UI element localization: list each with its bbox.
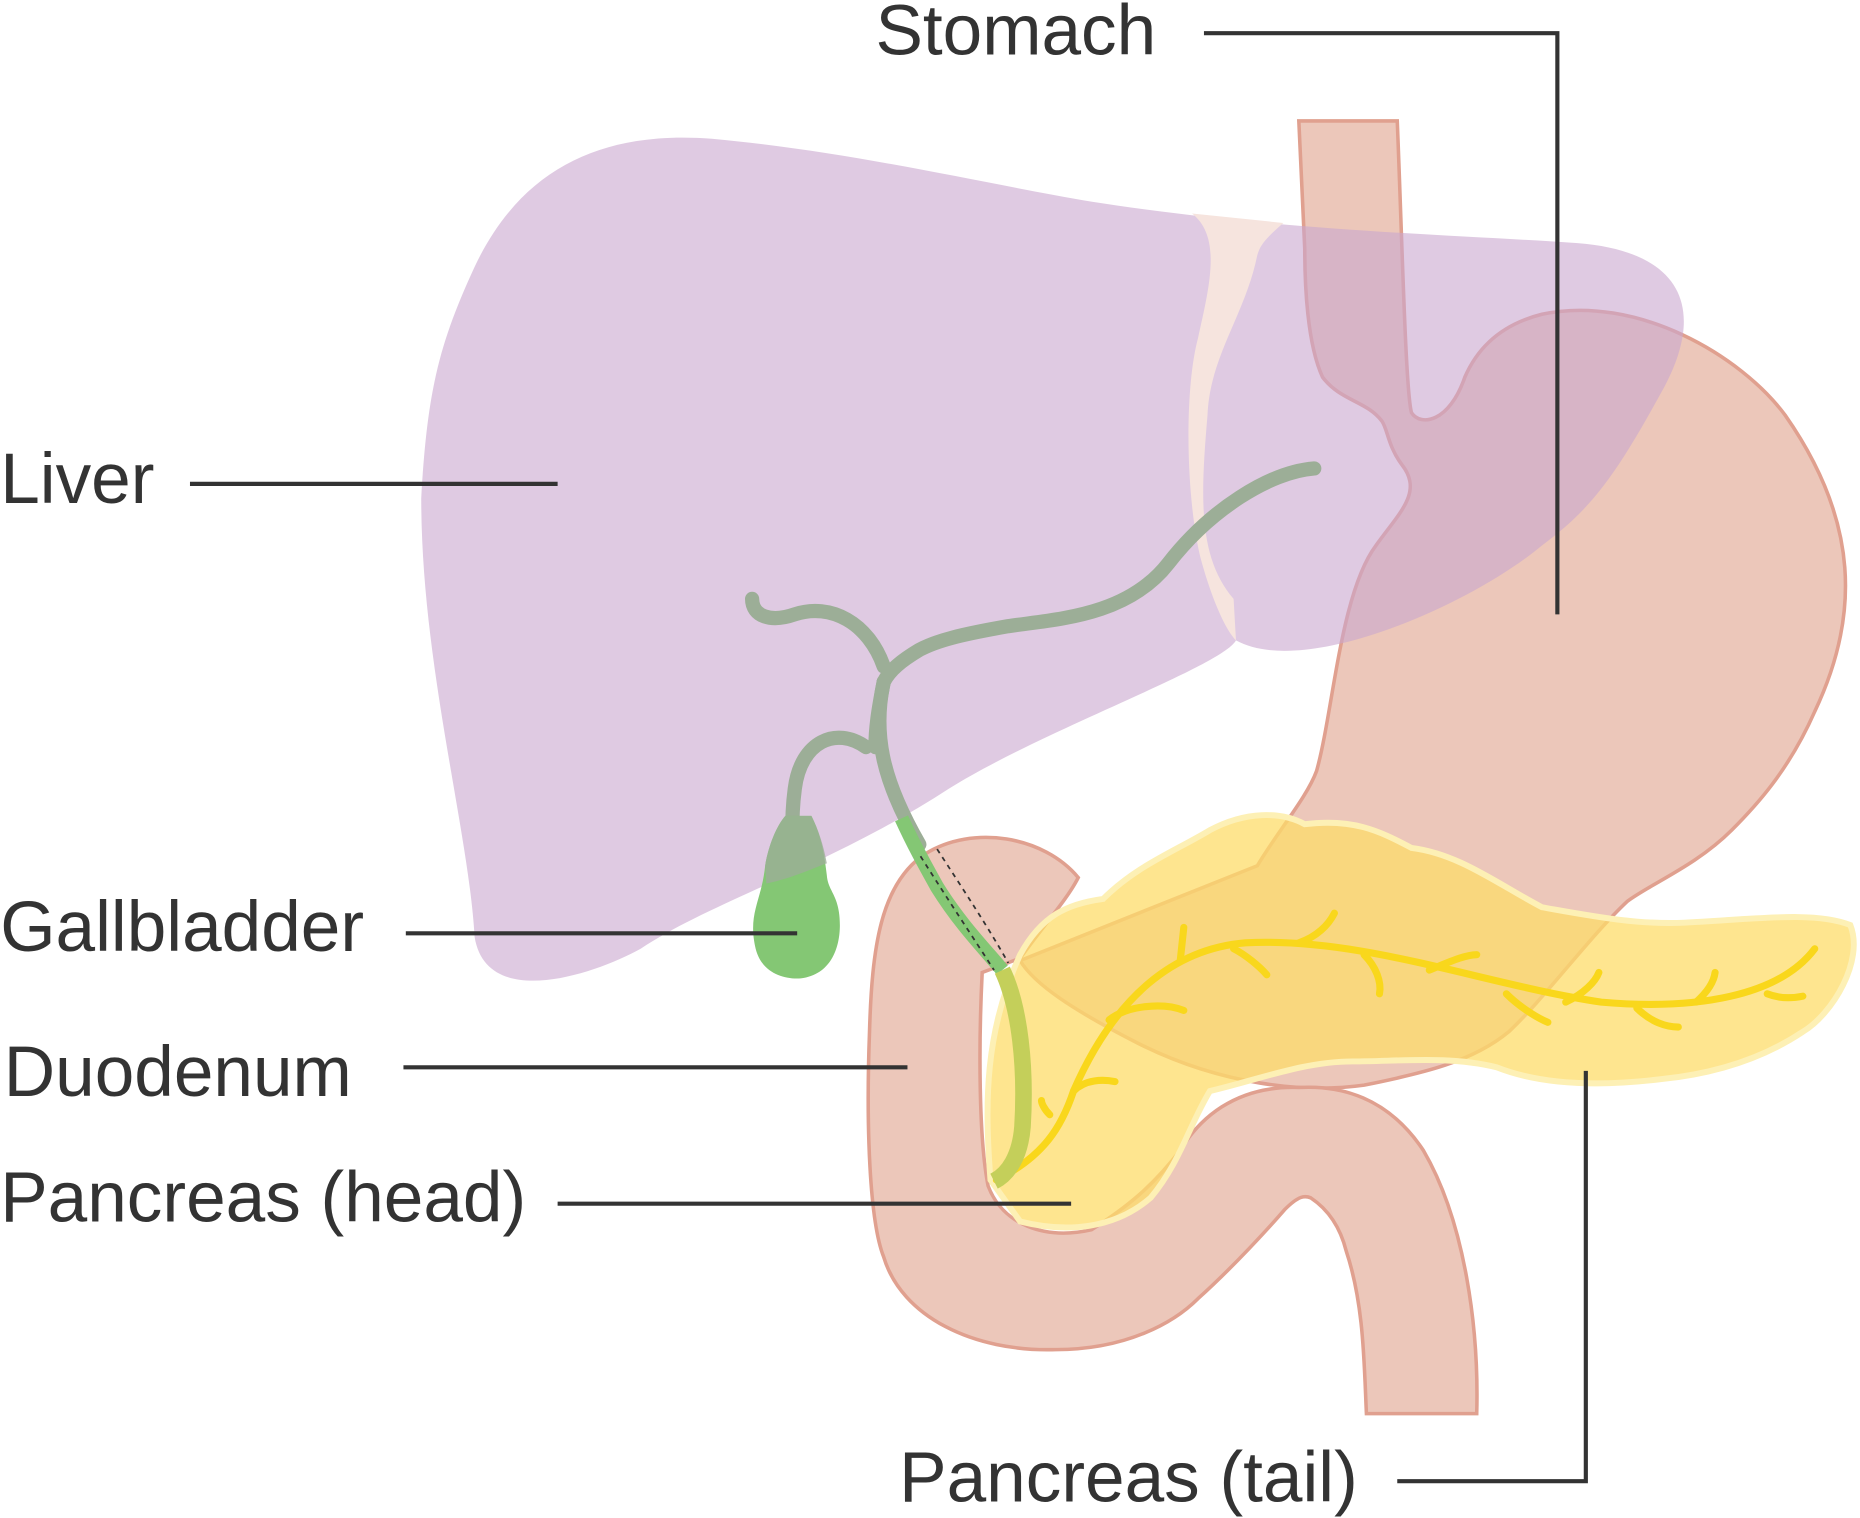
common-bile-duct — [895, 815, 1008, 975]
pancreas-shape — [984, 812, 1857, 1231]
label-pancreas-tail: Pancreas (tail) — [899, 1438, 1358, 1517]
label-gallbladder: Gallbladder — [0, 888, 364, 967]
label-duodenum: Duodenum — [4, 1033, 352, 1112]
label-liver: Liver — [0, 440, 154, 519]
cystic-duct-over-gallbladder — [765, 815, 827, 884]
label-stomach: Stomach — [875, 0, 1156, 71]
falciform-ligament — [1188, 213, 1284, 641]
pancreatic-duct — [992, 909, 1819, 1184]
label-pancreas-head: Pancreas (head) — [0, 1159, 526, 1238]
stomach-leader-line — [1203, 31, 1560, 615]
pancreas-tail-leader-line — [1397, 1070, 1588, 1484]
common-bile-duct-lower — [989, 966, 1032, 1189]
duodenum-shape — [866, 835, 1479, 1416]
liver-shape — [421, 137, 1684, 981]
